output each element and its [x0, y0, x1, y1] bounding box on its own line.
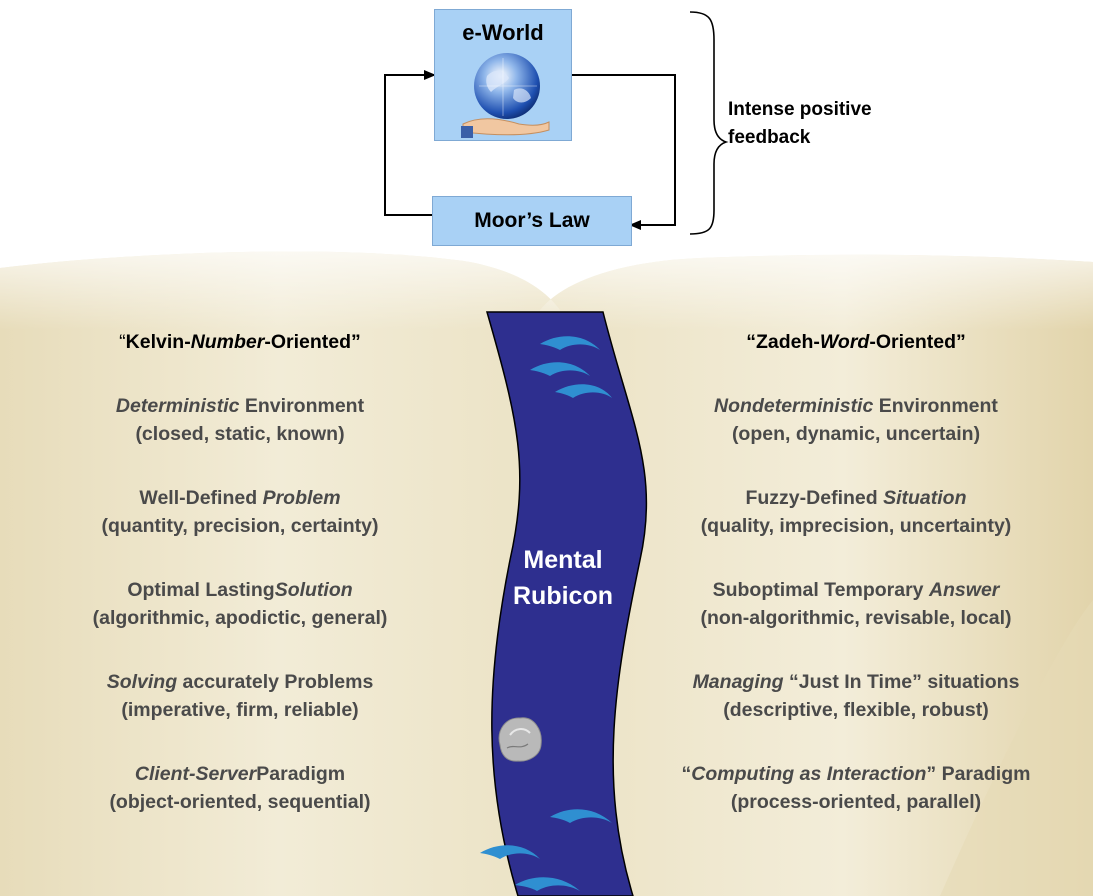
left-heading: “Kelvin-Number-Oriented”: [119, 331, 361, 353]
river-label-line-2: Rubicon: [513, 582, 613, 610]
eworld-box: e-World: [434, 9, 572, 141]
right-item-5: “Computing as Interaction” Paradigm (pro…: [681, 763, 1031, 813]
left-item-3: Optimal LastingSolution (algorithmic, ap…: [92, 579, 388, 629]
left-item-1: Deterministic Environment (closed, stati…: [115, 395, 365, 445]
rock-icon: [498, 717, 542, 762]
feedback-loop: [384, 11, 729, 235]
left-column: “Kelvin-Number-Oriented” Deterministic E…: [5, 328, 475, 816]
globe-in-hand-icon: [461, 53, 550, 138]
left-item-4: Solving accurately Problems (imperative,…: [106, 671, 374, 721]
right-item-4: Managing “Just In Time” situations (desc…: [692, 671, 1020, 721]
right-heading: “Zadeh-Word-Oriented”: [746, 331, 966, 353]
moores-law-box: Moor’s Law: [432, 196, 632, 246]
left-item-5: Client-ServerParadigm (object-oriented, …: [109, 763, 371, 813]
book-left-page: [0, 251, 560, 896]
moores-law-label: Moor’s Law: [474, 209, 590, 232]
river-label: Mental Rubicon: [488, 542, 638, 614]
wave-icon: [480, 336, 612, 891]
river-label-line-1: Mental: [523, 546, 603, 574]
book-right-page: [540, 254, 1093, 896]
right-item-2: Fuzzy-Defined Situation (quality, imprec…: [700, 487, 1012, 537]
feedback-line-2: feedback: [728, 127, 811, 148]
right-item-3: Suboptimal Temporary Answer (non-algorit…: [700, 579, 1012, 629]
curly-brace: [689, 11, 729, 235]
eworld-label: e-World: [462, 20, 544, 45]
feedback-line-1: Intense positive: [728, 99, 872, 120]
arrow-to-eworld: [384, 70, 436, 216]
feedback-label: Intense positive feedback: [728, 96, 872, 152]
arrow-to-moore: [572, 74, 676, 230]
right-column: “Zadeh-Word-Oriented” Nondeterministic E…: [621, 328, 1091, 816]
right-item-1: Nondeterministic Environment (open, dyna…: [714, 395, 998, 445]
left-item-2: Well-Defined Problem (quantity, precisio…: [101, 487, 379, 537]
